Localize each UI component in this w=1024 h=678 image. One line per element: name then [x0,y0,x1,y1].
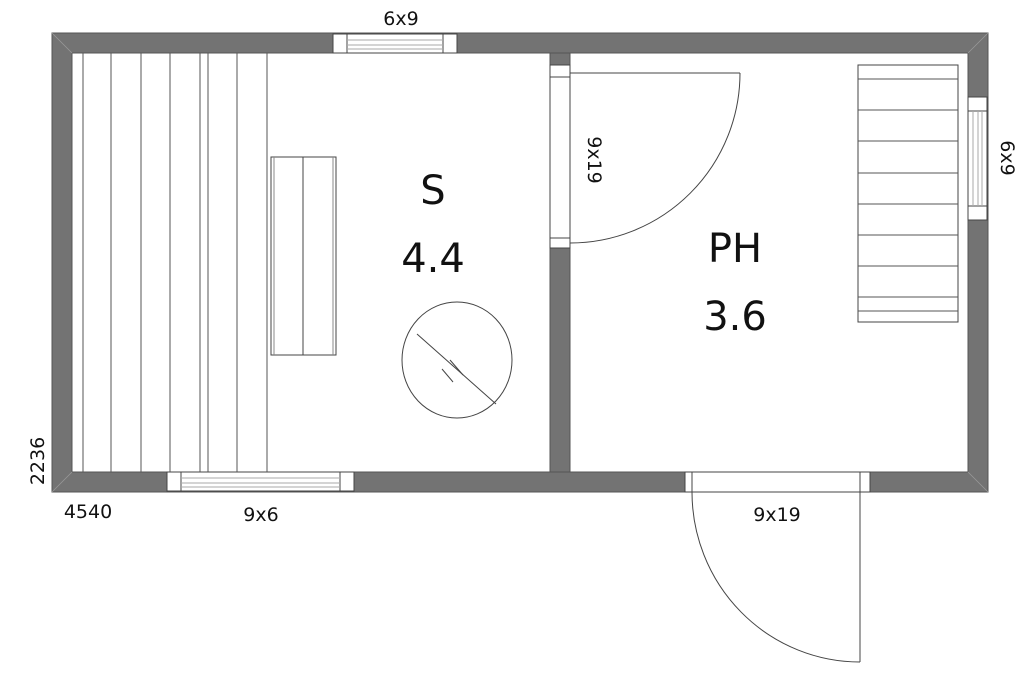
top-window [332,33,458,54]
entry-door-label: 9x19 [753,504,801,526]
right-window-label: 6x9 [996,140,1018,175]
round-tank [401,301,513,419]
dressing-room-bench [857,64,959,323]
inner-door-label: 9x19 [583,136,605,184]
bottom-window-label: 9x6 [243,504,278,526]
room-area-dressing: 3.6 [703,294,767,340]
outer-walls [51,32,989,493]
inner-door [569,72,741,244]
sauna-bench [82,53,268,472]
overall-width-label: 4540 [64,501,112,523]
room-name-dressing: PH [708,226,762,272]
room-area-sauna: 4.4 [401,236,465,282]
bottom-window [166,471,355,492]
right-window [967,96,988,221]
room-name-sauna: S [420,168,445,214]
partition-wall [549,52,571,473]
overall-depth-label: 2236 [27,437,49,485]
entry-door [684,471,871,663]
sauna-stove [270,156,337,356]
top-window-label: 6x9 [383,8,418,30]
